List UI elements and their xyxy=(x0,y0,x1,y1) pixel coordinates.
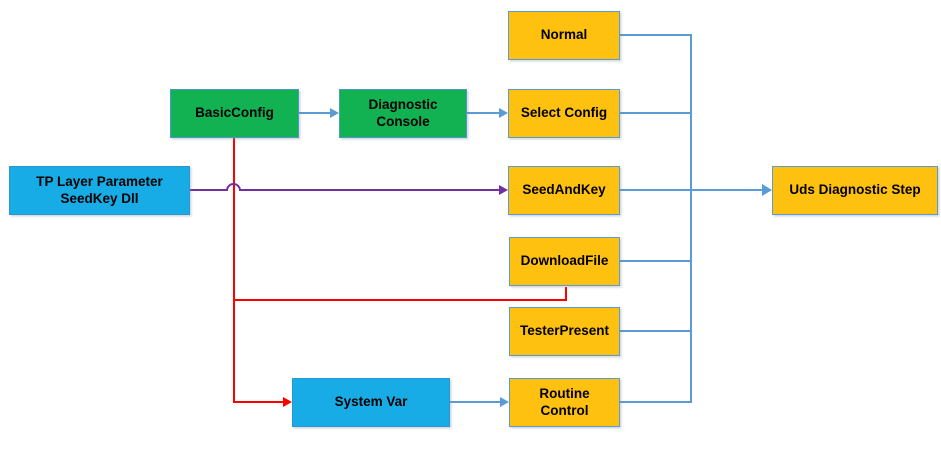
collector-vertical-line xyxy=(690,34,692,403)
node-routine-control: Routine Control xyxy=(509,378,620,427)
node-tp-layer-parameter-seedkey-dll: TP Layer Parameter SeedKey Dll xyxy=(9,166,190,215)
arrowhead-systemvar-to-routinecontrol xyxy=(500,397,509,407)
arrowhead-diagnosticconsole-to-selectconfig xyxy=(499,108,508,118)
node-label: Uds Diagnostic Step xyxy=(789,182,921,198)
node-label: Diagnostic Console xyxy=(368,96,438,129)
node-label: Select Config xyxy=(520,105,608,121)
connector-red-branch-to-downloadfile-line xyxy=(233,299,567,301)
connector-basicconfig-to-diagnosticconsole-line xyxy=(299,112,331,114)
node-uds-diagnostic-step: Uds Diagnostic Step xyxy=(772,166,938,215)
connector-seedandkey-to-udsstep-line xyxy=(620,189,763,191)
connector-red-up-into-downloadfile-line xyxy=(565,287,567,301)
arrowhead-to-udsstep xyxy=(762,184,772,196)
connector-tplayer-to-seedandkey-line-left xyxy=(190,189,227,191)
node-label: BasicConfig xyxy=(195,105,274,121)
node-label: Normal xyxy=(540,27,588,43)
arrowhead-red-to-systemvar xyxy=(283,397,292,407)
connector-basicconfig-down-red-line xyxy=(233,138,235,403)
node-label: SeedAndKey xyxy=(522,182,606,198)
connector-downloadfile-to-collector-line xyxy=(620,260,690,262)
connector-tplayer-to-seedandkey-line-right xyxy=(240,189,499,191)
node-normal: Normal xyxy=(508,11,620,60)
node-label: Routine Control xyxy=(539,385,590,418)
node-tester-present: TesterPresent xyxy=(509,307,620,356)
node-select-config: Select Config xyxy=(508,89,620,138)
connector-red-to-systemvar-line xyxy=(233,401,283,403)
purple-line-hop-over-red xyxy=(226,183,241,191)
arrowhead-purple-to-seedandkey xyxy=(499,185,508,195)
connector-testerpresent-to-collector-line xyxy=(620,330,690,332)
node-label: DownloadFile xyxy=(520,253,609,269)
connector-normal-to-collector-line xyxy=(620,34,692,36)
connector-routinecontrol-to-collector-line xyxy=(620,401,690,403)
node-label: TP Layer Parameter SeedKey Dll xyxy=(36,173,163,206)
connector-systemvar-to-routinecontrol-line xyxy=(450,401,500,403)
node-label: System Var xyxy=(334,394,408,410)
connector-diagnosticconsole-to-selectconfig-line xyxy=(467,112,500,114)
node-label: TesterPresent xyxy=(519,323,610,339)
node-basic-config: BasicConfig xyxy=(170,89,299,138)
connector-selectconfig-to-collector-line xyxy=(620,112,690,114)
arrowhead-basicconfig-to-diagnosticconsole xyxy=(330,108,339,118)
node-system-var: System Var xyxy=(292,378,450,427)
node-seed-and-key: SeedAndKey xyxy=(508,166,620,215)
node-download-file: DownloadFile xyxy=(509,237,620,286)
node-diagnostic-console: Diagnostic Console xyxy=(339,89,467,138)
